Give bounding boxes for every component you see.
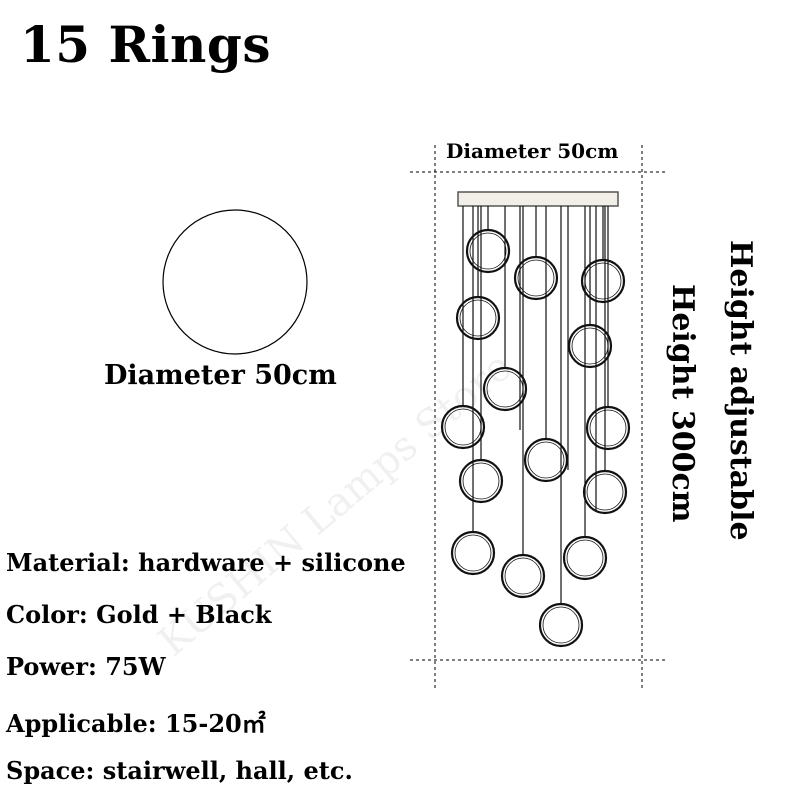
diameter-circle: [162, 209, 308, 355]
ring-14: [562, 535, 608, 581]
ring-inner-2: [517, 259, 555, 297]
ring-inner-6: [486, 370, 524, 408]
ring-3: [580, 258, 626, 304]
ring-inner-12: [454, 534, 492, 572]
rings-group: [440, 228, 631, 648]
ring-9: [523, 437, 569, 483]
spec-applicable: Applicable: 15-20㎡: [6, 709, 266, 738]
ring-inner-9: [527, 441, 565, 479]
spec-space: Space: stairwell, hall, etc.: [6, 756, 353, 785]
spec-material: Material: hardware + silicone: [6, 548, 406, 577]
ring-inner-1: [469, 232, 507, 270]
ring-15: [538, 602, 584, 648]
ring-inner-5: [571, 327, 609, 365]
ring-12: [450, 530, 496, 576]
ring-1: [465, 228, 511, 274]
ring-13: [500, 553, 546, 599]
ring-inner-14: [566, 539, 604, 577]
ring-inner-4: [459, 299, 497, 337]
height-adjustable-label: Height adjustable: [723, 240, 758, 541]
ring-inner-11: [586, 473, 624, 511]
ring-2: [513, 255, 559, 301]
spec-color: Color: Gold + Black: [6, 600, 272, 629]
ceiling-canopy: [457, 191, 619, 207]
ring-6: [482, 366, 528, 412]
ring-8: [585, 405, 631, 451]
ring-7: [440, 404, 486, 450]
ring-11: [582, 469, 628, 515]
ring-inner-13: [504, 557, 542, 595]
circle-diameter-label: Diameter 50cm: [104, 360, 337, 391]
ring-10: [458, 458, 504, 504]
ring-inner-10: [462, 462, 500, 500]
ring-4: [455, 295, 501, 341]
product-title: 15 Rings: [20, 15, 271, 74]
ring-inner-15: [542, 606, 580, 644]
ring-inner-7: [444, 408, 482, 446]
dimension-lines: [410, 145, 665, 690]
ring-inner-3: [584, 262, 622, 300]
ring-5: [567, 323, 613, 369]
height-label: Height 300cm: [665, 284, 700, 523]
top-diameter-label: Diameter 50cm: [446, 139, 619, 163]
spec-power: Power: 75W: [6, 652, 166, 681]
ring-inner-8: [589, 409, 627, 447]
